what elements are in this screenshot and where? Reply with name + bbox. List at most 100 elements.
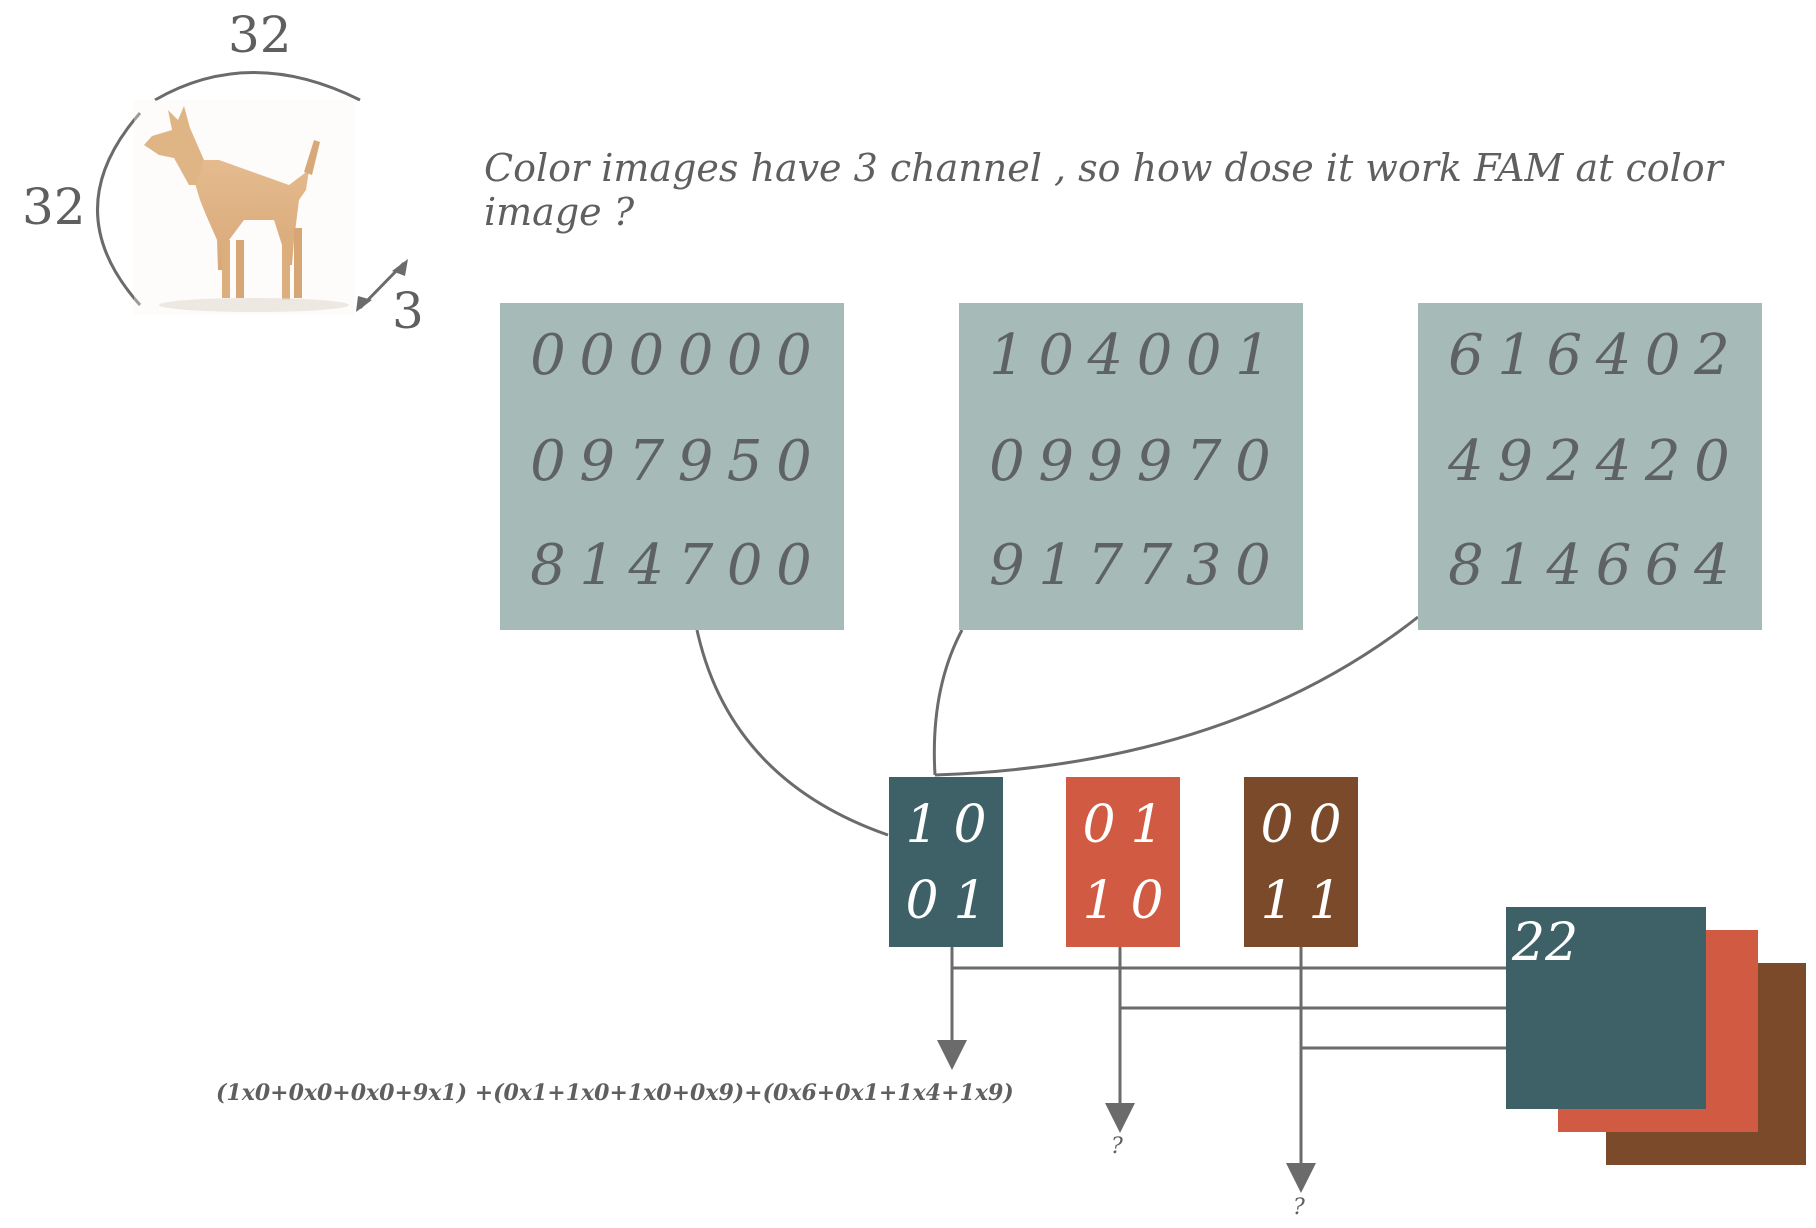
depth-label: 3 [392,282,424,340]
kernel-cell: 1 [1130,795,1164,855]
matrix-cell: 1 [1038,533,1074,598]
matrix-cell: 9 [579,429,615,494]
matrix-cell: 0 [1235,533,1271,598]
matrix-cell: 7 [1136,533,1173,598]
matrix-row: 0 0 0 0 0 0 [500,323,844,388]
matrix-row: 8 1 4 7 0 0 [500,533,844,598]
kernel-cell: 1 [905,795,939,855]
output-value: 22 [1512,913,1579,973]
matrix-cell: 8 [530,533,566,598]
matrix-row: 0 9 9 9 7 0 [959,429,1303,494]
kernel-cell: 1 [1308,871,1342,931]
kernel-cell: 0 [905,871,939,931]
height-label: 32 [22,178,86,236]
kernel-row: 1 0 [1066,871,1180,931]
height-arc [96,112,142,306]
matrix-cell: 1 [989,323,1025,388]
matrix-cell: 0 [530,429,566,494]
matrix-cell: 0 [677,323,714,388]
kernel-row: 0 0 [1244,795,1358,855]
matrix-cell: 5 [726,429,763,494]
result-unknown-3: ? [1293,1195,1305,1220]
matrix-row: 8 1 4 6 6 4 [1418,533,1762,598]
kernel-1: 1 0 0 1 [889,777,1003,947]
dog-image [134,100,354,315]
matrix-cell: 0 [776,429,812,494]
kernel-cell: 1 [1082,871,1116,931]
matrix-cell: 9 [1136,429,1173,494]
channel-matrix-1: 0 0 0 0 0 0 0 9 7 9 5 0 8 1 4 7 0 0 [500,303,844,630]
computation-formula: (1x0+0x0+0x0+9x1) +(0x1+1x0+1x0+0x9)+(0x… [216,1080,1014,1106]
matrix-cell: 4 [1595,323,1632,388]
width-arc [154,71,361,102]
kernel-cell: 0 [953,795,987,855]
matrix-cell: 7 [677,533,714,598]
matrix-cell: 6 [1546,323,1583,388]
width-label: 32 [228,6,292,64]
kernel-cell: 0 [1308,795,1342,855]
matrix-cell: 0 [1235,429,1271,494]
matrix-cell: 4 [1595,429,1632,494]
matrix-cell: 7 [1087,533,1124,598]
channel-matrix-2: 1 0 4 0 0 1 0 9 9 9 7 0 9 1 7 7 3 0 [959,303,1303,630]
matrix-cell: 6 [1448,323,1484,388]
matrix-cell: 2 [1546,429,1583,494]
kernel-3: 0 0 1 1 [1244,777,1358,947]
matrix-cell: 8 [1448,533,1484,598]
matrix-row: 9 1 7 7 3 0 [959,533,1303,598]
kernel-row: 0 1 [889,871,1003,931]
matrix-cell: 2 [1644,429,1681,494]
kernel-cell: 0 [1130,871,1164,931]
channel1-connector [695,629,889,837]
kernel-row: 1 0 [889,795,1003,855]
output-map-1: 22 [1506,907,1706,1109]
matrix-cell: 0 [579,323,615,388]
matrix-cell: 9 [1038,429,1074,494]
matrix-cell: 1 [1497,323,1533,388]
matrix-row: 6 1 6 4 0 2 [1418,323,1762,388]
matrix-cell: 0 [1038,323,1074,388]
channel-matrix-3: 6 1 6 4 0 2 4 9 2 4 2 0 8 1 4 6 6 4 [1418,303,1762,630]
matrix-row: 4 9 2 4 2 0 [1418,429,1762,494]
kernel-2: 0 1 1 0 [1066,777,1180,947]
matrix-cell: 0 [530,323,566,388]
kernel-row: 0 1 [1066,795,1180,855]
matrix-cell: 0 [989,429,1025,494]
matrix-cell: 6 [1644,533,1681,598]
matrix-cell: 9 [1497,429,1533,494]
kernel-cell: 1 [953,871,987,931]
matrix-cell: 9 [1087,429,1124,494]
matrix-cell: 9 [677,429,714,494]
matrix-cell: 4 [628,533,665,598]
result-unknown-2: ? [1111,1134,1123,1159]
matrix-cell: 1 [1235,323,1271,388]
matrix-cell: 1 [579,533,615,598]
kernel-row: 1 1 [1244,871,1358,931]
matrix-cell: 0 [1694,429,1730,494]
kernel-cell: 0 [1082,795,1116,855]
matrix-cell: 1 [1497,533,1533,598]
matrix-cell: 7 [628,429,665,494]
matrix-row: 1 0 4 0 0 1 [959,323,1303,388]
matrix-cell: 4 [1448,429,1484,494]
matrix-cell: 4 [1546,533,1583,598]
matrix-cell: 0 [1136,323,1173,388]
matrix-cell: 9 [989,533,1025,598]
matrix-cell: 0 [776,533,812,598]
matrix-cell: 4 [1087,323,1124,388]
matrix-cell: 0 [628,323,665,388]
matrix-cell: 0 [1185,323,1222,388]
matrix-cell: 0 [1644,323,1681,388]
matrix-cell: 6 [1595,533,1632,598]
matrix-cell: 4 [1694,533,1730,598]
matrix-cell: 0 [726,323,763,388]
question-text: Color images have 3 channel , so how dos… [484,146,1723,234]
matrix-cell: 3 [1185,533,1222,598]
matrix-cell: 0 [726,533,763,598]
channel3-connector [934,615,1419,777]
matrix-cell: 2 [1694,323,1730,388]
matrix-cell: 7 [1185,429,1222,494]
kernel-cell: 1 [1260,871,1294,931]
kernel-cell: 0 [1260,795,1294,855]
